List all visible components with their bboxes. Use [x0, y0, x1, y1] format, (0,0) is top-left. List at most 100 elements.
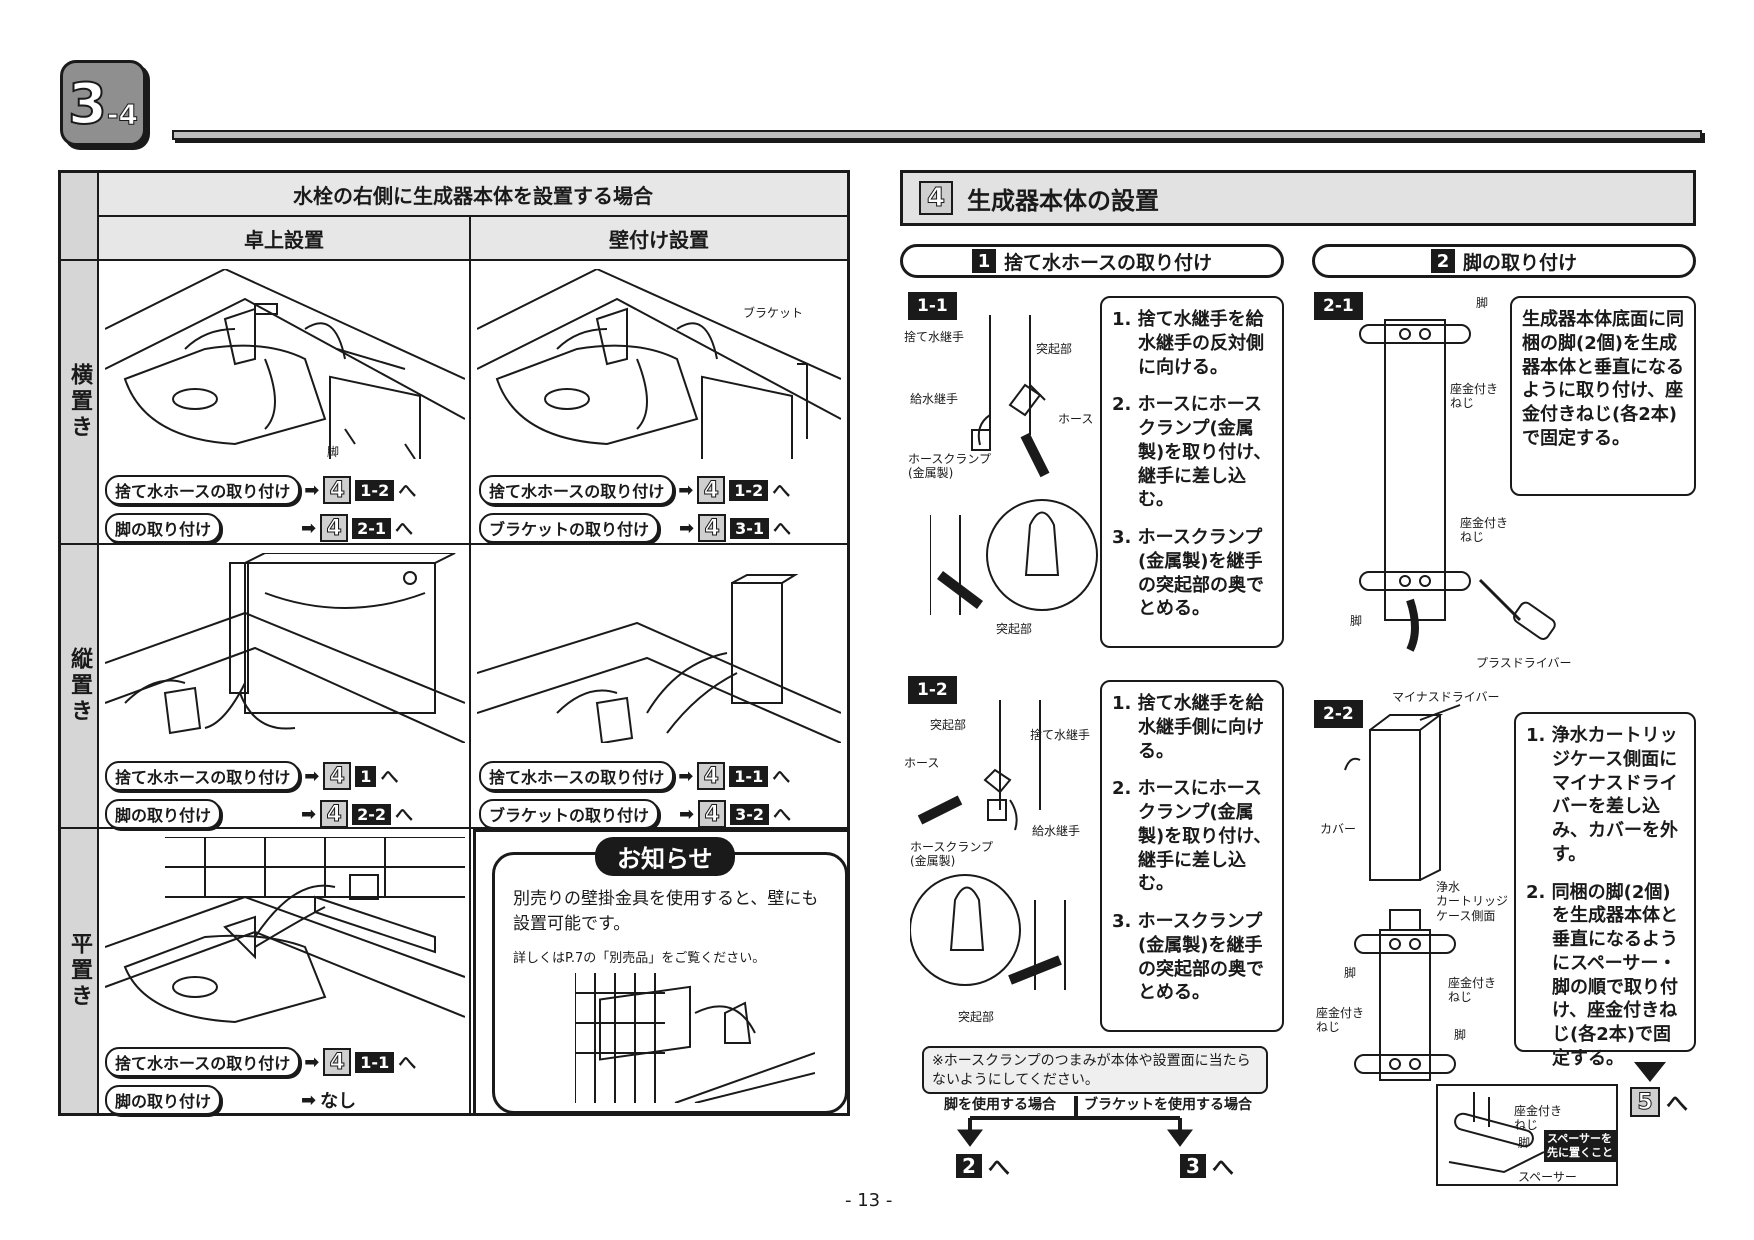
sink-horizontal-wall-illustration — [477, 269, 841, 459]
chapter-badge: 3 -4 — [60, 60, 146, 146]
section-box: 4 — [320, 800, 349, 828]
header-rule — [172, 130, 1702, 140]
he: へ — [1666, 1092, 1689, 1117]
label-leg: 脚 — [1476, 296, 1489, 310]
section-box: 4 — [323, 476, 352, 504]
sink-vertical-desk-illustration — [105, 553, 465, 743]
step-item: 3. ホースクランプ(金属製)を継手の突起部の奥でとめる。 — [1112, 911, 1264, 1004]
section-title: 4 生成器本体の設置 — [900, 170, 1696, 226]
sink-flat-desk-illustration — [105, 837, 465, 1024]
row-label-vertical: 縦置き — [61, 545, 99, 829]
he: へ — [773, 519, 792, 540]
he: へ — [398, 481, 417, 502]
cell-vertical-wall — [471, 545, 847, 829]
step-tag-1-1: 1-1 — [908, 292, 957, 320]
notice-title: お知らせ — [595, 837, 735, 876]
spacer-detail-illustration — [1448, 1092, 1545, 1174]
section-box: 4 — [697, 476, 726, 504]
table-title: 水栓の右側に生成器本体を設置する場合 — [99, 173, 847, 217]
sink-horizontal-desk-illustration — [105, 269, 465, 459]
section-ref: 3 — [1180, 1154, 1206, 1178]
subsection-title: 捨て水ホースの取り付け — [1003, 251, 1213, 274]
chapter-number: 3 — [67, 72, 108, 137]
label-hose-clamp: ホースクランプ (金属製) — [908, 452, 992, 481]
cell-flat-empty — [473, 829, 847, 1113]
label-bracket: ブラケット — [743, 306, 804, 320]
pill-leg: 脚の取り付け — [105, 513, 222, 543]
pill-hose: 捨て水ホースの取り付け — [105, 761, 301, 791]
label-washer-screw-3: 座金付き ねじ — [1514, 1104, 1563, 1133]
pill-bracket: ブラケットの取り付け — [479, 799, 660, 829]
section-ref: 1-1 — [355, 1051, 395, 1073]
label-hose-clamp: ホースクランプ (金属製) — [910, 840, 994, 869]
down-arrow-icon — [1634, 1062, 1666, 1082]
pill-bracket: ブラケットの取り付け — [479, 513, 660, 543]
step-2-1-instructions: 生成器本体底面に同梱の脚(2個)を生成器本体と垂直になるように取り付け、座金付き… — [1510, 296, 1696, 496]
cell-flat-desk — [99, 829, 471, 1113]
label-waste-joint: 捨て水継手 — [1030, 728, 1091, 742]
page-number: - 13 - — [845, 1190, 893, 1211]
label-supply-joint: 給水継手 — [1032, 824, 1081, 838]
step-item: 1. 浄水カートリッジケース側面にマイナスドライバーを差し込み、カバーを外す。 — [1526, 725, 1678, 865]
step-1-2-instructions: 1. 捨て水継手を給水継手側に向ける。 2. ホースにホースクランプ(金属製)を… — [1100, 680, 1284, 1032]
label-leg: 脚 — [327, 445, 340, 459]
section-box: 4 — [698, 800, 727, 828]
notice-box: お知らせ 別売りの壁掛金具を使用すると、壁にも設置可能です。 詳しくはP.7の「… — [492, 837, 848, 1114]
installation-table: 水栓の右側に生成器本体を設置する場合 卓上設置 壁付け設置 横置き 縦置き 平置… — [58, 170, 850, 1116]
caution-note: ※ホースクランプのつまみが本体や設置面に当たらないようにしてください。 — [922, 1046, 1268, 1094]
section-box: 4 — [323, 1048, 352, 1076]
label-leg-2: 脚 — [1454, 1028, 1467, 1042]
ref-row3-desk-2: 脚の取り付け➡ なし — [105, 1085, 356, 1115]
label-cover: カバー — [1320, 822, 1357, 836]
section-box: 4 — [698, 514, 727, 542]
row-label-flat: 平置き — [61, 829, 99, 1113]
label-protrusion-2: 突起部 — [958, 1010, 995, 1024]
subsection-title: 脚の取り付け — [1462, 251, 1577, 274]
row-label-horizontal: 横置き — [61, 261, 99, 545]
he: へ — [395, 519, 414, 540]
section-ref: 2-1 — [352, 517, 392, 539]
label-hose: ホース — [904, 756, 940, 770]
leg-attach-2-2-illustration — [1344, 704, 1461, 1081]
cell-horizontal-desk — [99, 261, 471, 545]
label-washer-screw: 座金付き ねじ — [1448, 976, 1497, 1005]
he: へ — [1211, 1156, 1234, 1181]
step-item: 3. ホースクランプ(金属製)を継手の突起部の奥でとめる。 — [1112, 527, 1264, 620]
section-ref: 2-2 — [352, 803, 392, 825]
label-flat-driver: マイナスドライバー — [1392, 690, 1500, 704]
cell-vertical-desk — [99, 545, 471, 829]
leg-attach-2-1-illustration — [1359, 319, 1556, 652]
notice-detail: 詳しくはP.7の「別売品」をご覧ください。 — [513, 951, 766, 966]
step-item: 2. ホースにホースクランプ(金属製)を取り付け、継手に差し込む。 — [1112, 394, 1272, 511]
label-spacer: スペーサー — [1518, 1170, 1577, 1184]
label-washer-screw: 座金付き ねじ — [1450, 382, 1499, 411]
cell-horizontal-wall — [471, 261, 847, 545]
section-ref: 1-2 — [729, 479, 769, 501]
spacer-detail-inset: 座金付き ねじ 脚 スペーサー スペーサーを 先に置くこと — [1436, 1084, 1618, 1186]
pill-hose: 捨て水ホースの取り付け — [105, 475, 301, 505]
section-ref: 2 — [956, 1154, 982, 1178]
step-item: 2. 同梱の脚(2個)を生成器本体と垂直になるようにスペーサー・脚の順で取り付け… — [1526, 881, 1678, 1069]
column-wall: 壁付け設置 — [471, 217, 847, 261]
step-2-2-instructions: 1. 浄水カートリッジケース側面にマイナスドライバーを差し込み、カバーを外す。 … — [1514, 712, 1696, 1069]
section-ref: 1-1 — [729, 765, 769, 787]
he: へ — [380, 767, 399, 788]
label-waste-joint: 捨て水継手 — [904, 330, 965, 344]
section-box: 4 — [323, 762, 352, 790]
section-box: 5 — [1630, 1087, 1660, 1117]
label-washer-screw-2: 座金付き ねじ — [1316, 1006, 1365, 1035]
section-ref: 3-2 — [730, 803, 770, 825]
he: へ — [773, 805, 792, 826]
wall-mount-illustration — [575, 973, 815, 1103]
pill-hose: 捨て水ホースの取り付け — [479, 761, 675, 791]
step-1-1-instructions: 1. 捨て水継手を給水継手の反対側に向ける。 2. ホースにホースクランプ(金属… — [1100, 296, 1284, 648]
